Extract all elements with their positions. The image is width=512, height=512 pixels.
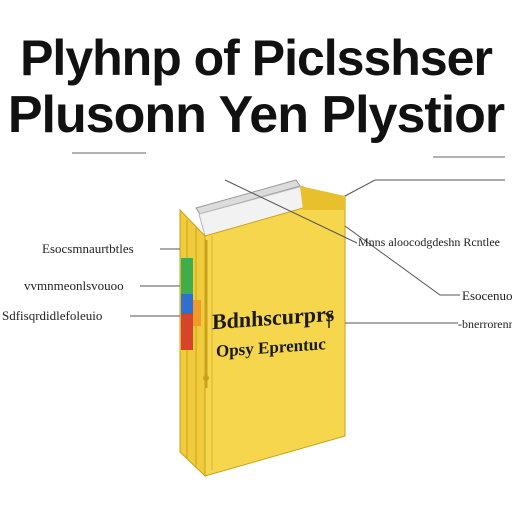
leader-right-1 — [224, 179, 358, 244]
headline-line-2: Plusonn Yen Plystior — [7, 86, 505, 144]
tab-red — [181, 314, 193, 350]
tab-orange — [193, 300, 201, 326]
leader-right-3 — [344, 225, 460, 296]
leader-right-2 — [344, 179, 505, 197]
tab-blue — [181, 294, 193, 314]
cover-arrow-icon — [325, 312, 333, 328]
callout-right-3: -bnerrorenns — [458, 317, 512, 331]
callout-right-1: Mnns aloocodgdeshn Rcntlee — [358, 235, 500, 249]
book-cover-edge — [300, 186, 345, 210]
callout-left-2: vvmnmeonlsvouoo — [24, 278, 124, 293]
tab-green — [181, 258, 193, 294]
callout-left-3: Sdfisqrdidlefoleuio — [2, 308, 103, 323]
callout-left-1: Esocsmnaurtbtles — [42, 241, 134, 256]
callout-right-2: Esocenuo — [462, 288, 512, 303]
headline-line-1: Plyhnp of Piclsshser — [20, 30, 493, 86]
bookmark-end — [203, 375, 209, 381]
